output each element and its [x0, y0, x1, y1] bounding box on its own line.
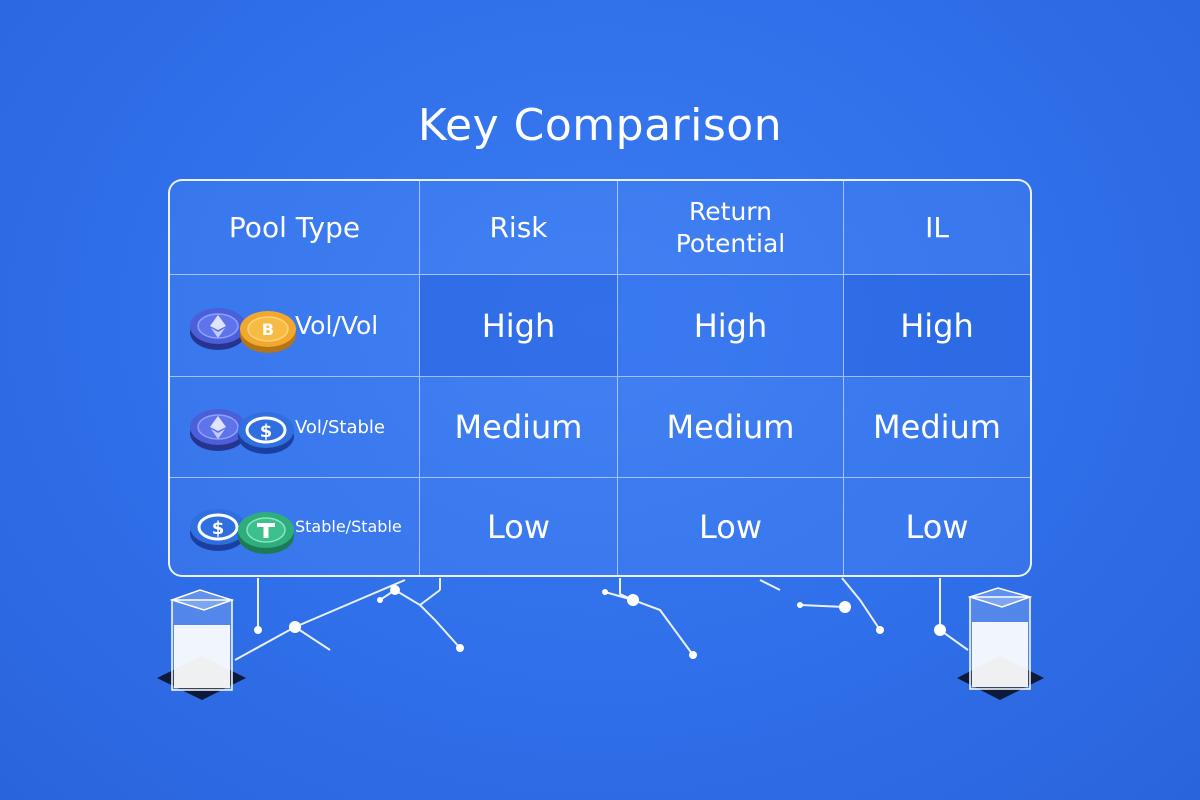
- pool-label: Stable/Stable: [295, 517, 402, 536]
- pool-label: Vol/Vol: [295, 311, 379, 340]
- pool-label: Vol/Stable: [295, 416, 386, 438]
- ethereum-coin-icon: [190, 409, 246, 451]
- pool-cell-stable-stable: $ Stable/Stable: [170, 478, 420, 575]
- svg-text:$: $: [260, 421, 273, 442]
- return-value: High: [618, 275, 844, 377]
- tether-coin-icon: [238, 511, 294, 554]
- pool-cell-vol-stable: $ Vol/Stable: [170, 377, 420, 478]
- risk-value: Medium: [420, 377, 618, 478]
- risk-value: High: [420, 275, 618, 377]
- usd-coin-icon: $: [190, 508, 246, 551]
- pool-cell-vol-vol: B Vol/Vol: [170, 275, 420, 377]
- header-risk: Risk: [420, 181, 618, 275]
- ethereum-coin-icon: [190, 307, 246, 350]
- bitcoin-coin-icon: B: [240, 310, 296, 353]
- stable-stable-coins: $: [188, 497, 303, 557]
- il-value: Low: [905, 507, 969, 546]
- header-il: IL: [844, 181, 1030, 275]
- vol-stable-coins: $: [188, 397, 303, 457]
- page-title: Key Comparison: [417, 100, 783, 151]
- header-return-potential: Return Potential: [618, 181, 844, 275]
- risk-value: Low: [420, 478, 618, 575]
- comparison-table: Pool Type Risk Return Potential IL B: [168, 179, 1032, 577]
- svg-text:B: B: [262, 320, 274, 339]
- il-value: Medium: [844, 377, 1030, 478]
- header-pool-type: Pool Type: [170, 181, 420, 275]
- usd-coin-icon: $: [238, 412, 294, 454]
- vol-vol-coins: B: [188, 296, 303, 356]
- il-value: High: [844, 275, 1030, 377]
- svg-text:$: $: [212, 518, 225, 539]
- return-value: Medium: [618, 377, 844, 478]
- return-value: Low: [618, 478, 844, 575]
- header-return-potential-label: Return Potential: [675, 196, 786, 258]
